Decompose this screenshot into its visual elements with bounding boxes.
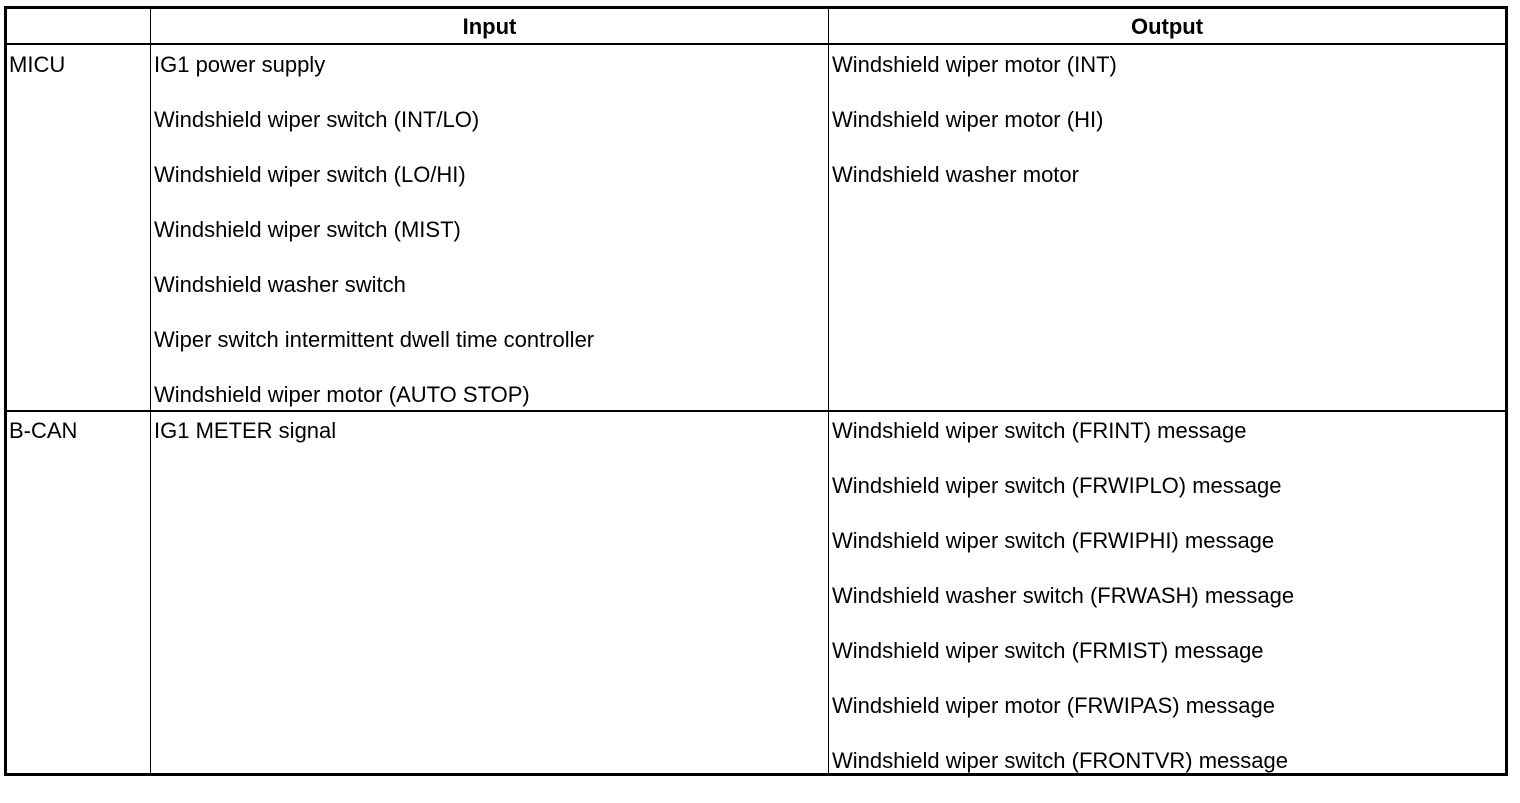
bcan-output-list: Windshield wiper switch (FRINT) message … (832, 418, 1294, 803)
list-item: IG1 power supply (154, 52, 326, 77)
list-item: Windshield wiper switch (FRWIPLO) messag… (832, 473, 1282, 498)
list-item: Windshield washer motor (832, 162, 1079, 187)
row-divider (7, 410, 1505, 412)
list-item: Windshield wiper motor (FRWIPAS) message (832, 693, 1275, 718)
list-item: IG1 METER signal (154, 418, 337, 443)
io-table: Input Output MICU IG1 power supply Winds… (4, 6, 1508, 776)
column-divider-label (150, 9, 151, 773)
list-item: Windshield wiper switch (INT/LO) (154, 107, 480, 132)
header-output: Output (1130, 14, 1204, 39)
micu-input-list: IG1 power supply Windshield wiper switch… (154, 52, 594, 437)
list-item: Windshield wiper switch (LO/HI) (154, 162, 466, 187)
list-item: Windshield wiper switch (MIST) (154, 217, 461, 242)
list-item: Wiper switch intermittent dwell time con… (154, 327, 595, 352)
header-input: Input (462, 14, 517, 39)
list-item: Windshield wiper switch (FRMIST) message (832, 638, 1264, 663)
list-item: Windshield wiper switch (FRINT) message (832, 418, 1247, 443)
list-item: Windshield wiper motor (INT) (832, 52, 1117, 77)
bcan-input-list: IG1 METER signal (154, 418, 336, 473)
row-label-micu: MICU (9, 52, 66, 77)
list-item: Windshield wiper switch (FRWIPHI) messag… (832, 528, 1275, 553)
list-item: Windshield wiper switch (FRONTVR) messag… (832, 748, 1288, 773)
list-item: Windshield washer switch (154, 272, 406, 297)
column-divider-input (828, 9, 829, 773)
micu-output-list: Windshield wiper motor (INT) Windshield … (832, 52, 1117, 217)
header-divider (7, 43, 1505, 45)
row-label-bcan: B-CAN (9, 418, 78, 443)
list-item: Windshield wiper motor (AUTO STOP) (154, 382, 530, 407)
header-blank (7, 9, 150, 45)
list-item: Windshield washer switch (FRWASH) messag… (832, 583, 1295, 608)
list-item: Windshield wiper motor (HI) (832, 107, 1104, 132)
